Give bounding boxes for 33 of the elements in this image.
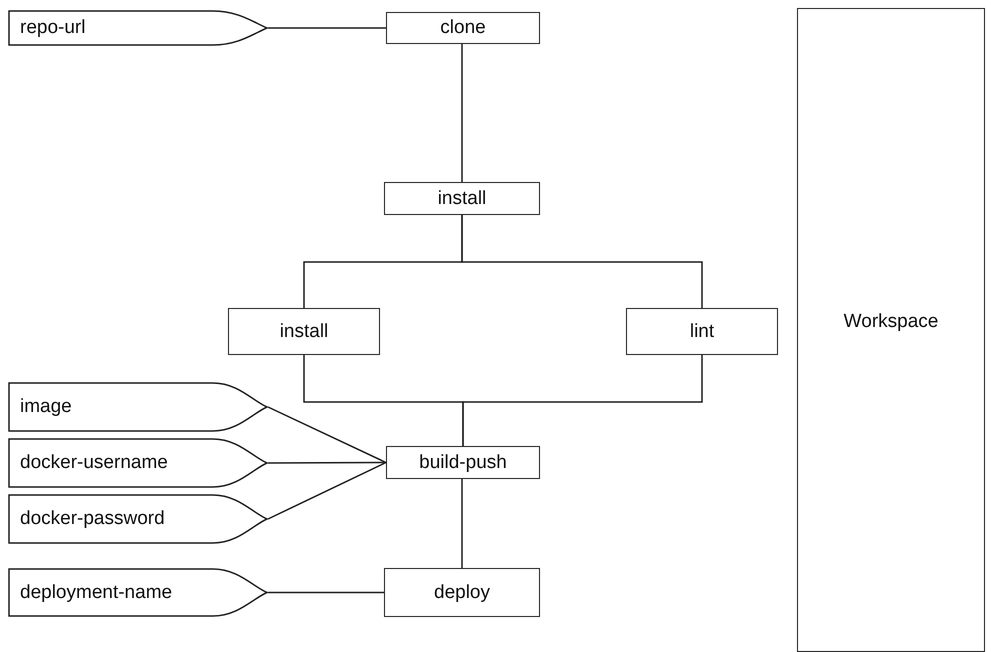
- task-box: [228, 308, 380, 355]
- connector-line: [268, 462, 386, 520]
- parameter-tag: [8, 382, 268, 432]
- node-label: lint: [690, 320, 714, 342]
- node-label: docker-username: [20, 452, 168, 474]
- node-label: image: [20, 396, 72, 418]
- connector-line: [461, 44, 463, 182]
- parameter-tag: [8, 568, 268, 617]
- node-label: Workspace: [844, 311, 938, 333]
- parameter-tag: [8, 10, 268, 46]
- node-label: deploy: [434, 582, 490, 604]
- connector-line: [461, 215, 703, 308]
- connector-line: [268, 406, 386, 464]
- task-box: [626, 308, 778, 355]
- node-label: install: [280, 320, 328, 342]
- node-label: docker-password: [20, 508, 165, 530]
- task-box: [386, 12, 540, 44]
- connector-line: [268, 27, 386, 29]
- connector-line: [268, 462, 386, 464]
- parameter-tag: [8, 494, 268, 544]
- connector-line: [462, 355, 703, 446]
- parameter-tag: [8, 438, 268, 488]
- node-label: clone: [440, 17, 486, 39]
- workspace-panel: [797, 8, 985, 652]
- connector-line: [268, 592, 384, 594]
- task-box: [384, 568, 540, 617]
- connector-line: [461, 479, 463, 568]
- node-label: install: [438, 188, 486, 210]
- node-label: build-push: [419, 452, 507, 474]
- node-label: repo-url: [20, 17, 86, 39]
- node-label: deployment-name: [20, 582, 172, 604]
- task-box: [386, 446, 540, 479]
- task-box: [384, 182, 540, 215]
